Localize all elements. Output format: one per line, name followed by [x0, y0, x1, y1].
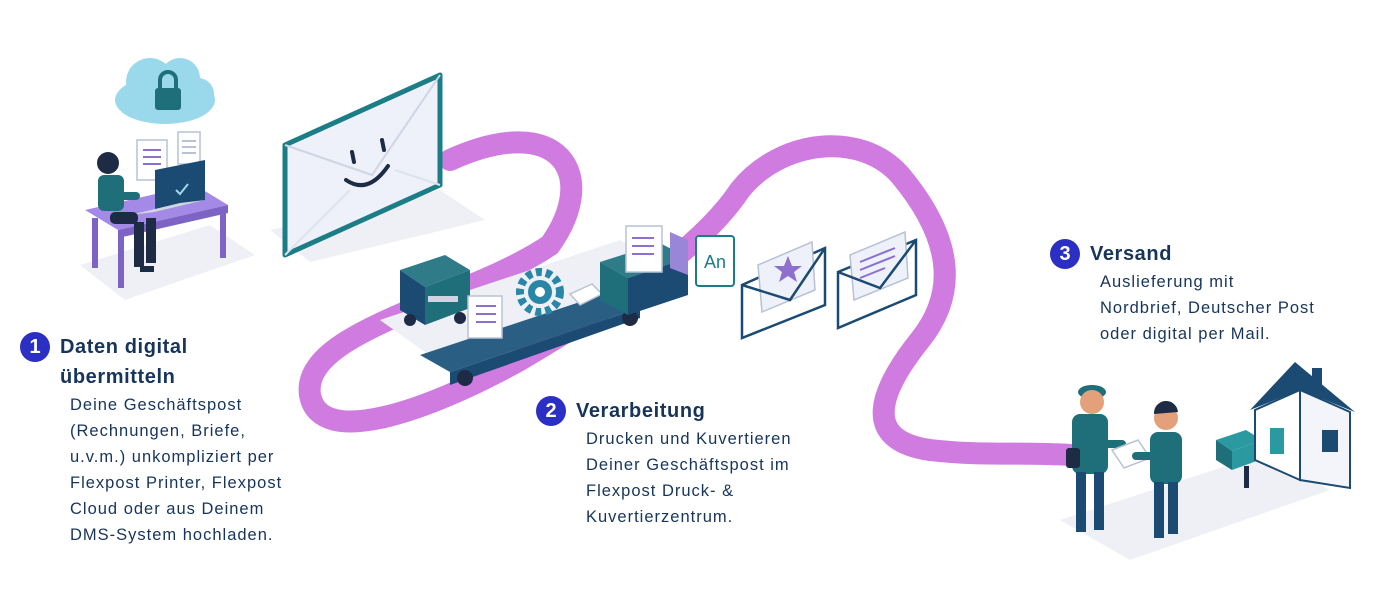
step-number-badge: 3 [1050, 239, 1080, 269]
step-1: 1 Daten digital übermitteln Deine Geschä… [20, 332, 360, 548]
step-title: Daten digital übermitteln [60, 336, 188, 388]
cloud-lock-icon [115, 58, 215, 124]
step-description: Auslieferung mit Nordbrief, Deutscher Po… [1100, 273, 1315, 343]
recipient-icon [1132, 400, 1182, 538]
step-number-badge: 1 [20, 332, 50, 362]
envelope-icon [836, 230, 918, 330]
smiley-envelope-icon [270, 72, 485, 262]
address-label-icon: An [695, 235, 735, 287]
laptop-icon [130, 160, 205, 215]
step-2: 2 Verarbeitung Drucken und Kuvertieren D… [536, 396, 856, 530]
document-icon [136, 131, 201, 181]
step-title: Versand [1090, 243, 1173, 265]
step-title: Verarbeitung [576, 400, 706, 422]
delivery-scene [1060, 362, 1355, 560]
step-description: Drucken und Kuvertieren Deiner Geschäfts… [586, 430, 792, 526]
step-description: Deine Geschäftspost (Rechnungen, Briefe,… [70, 396, 283, 544]
postman-icon [1066, 385, 1126, 532]
user-icon [97, 152, 156, 272]
step-3: 3 Versand Auslieferung mit Nordbrief, De… [1050, 239, 1390, 347]
step-number-badge: 2 [536, 396, 566, 426]
gear-icon [516, 268, 564, 316]
house-icon [1250, 362, 1355, 490]
envelope-star-icon [740, 240, 827, 340]
desk-scene [80, 58, 255, 300]
address-label-text: An [704, 252, 726, 272]
conveyor-machine-icon [380, 225, 690, 386]
